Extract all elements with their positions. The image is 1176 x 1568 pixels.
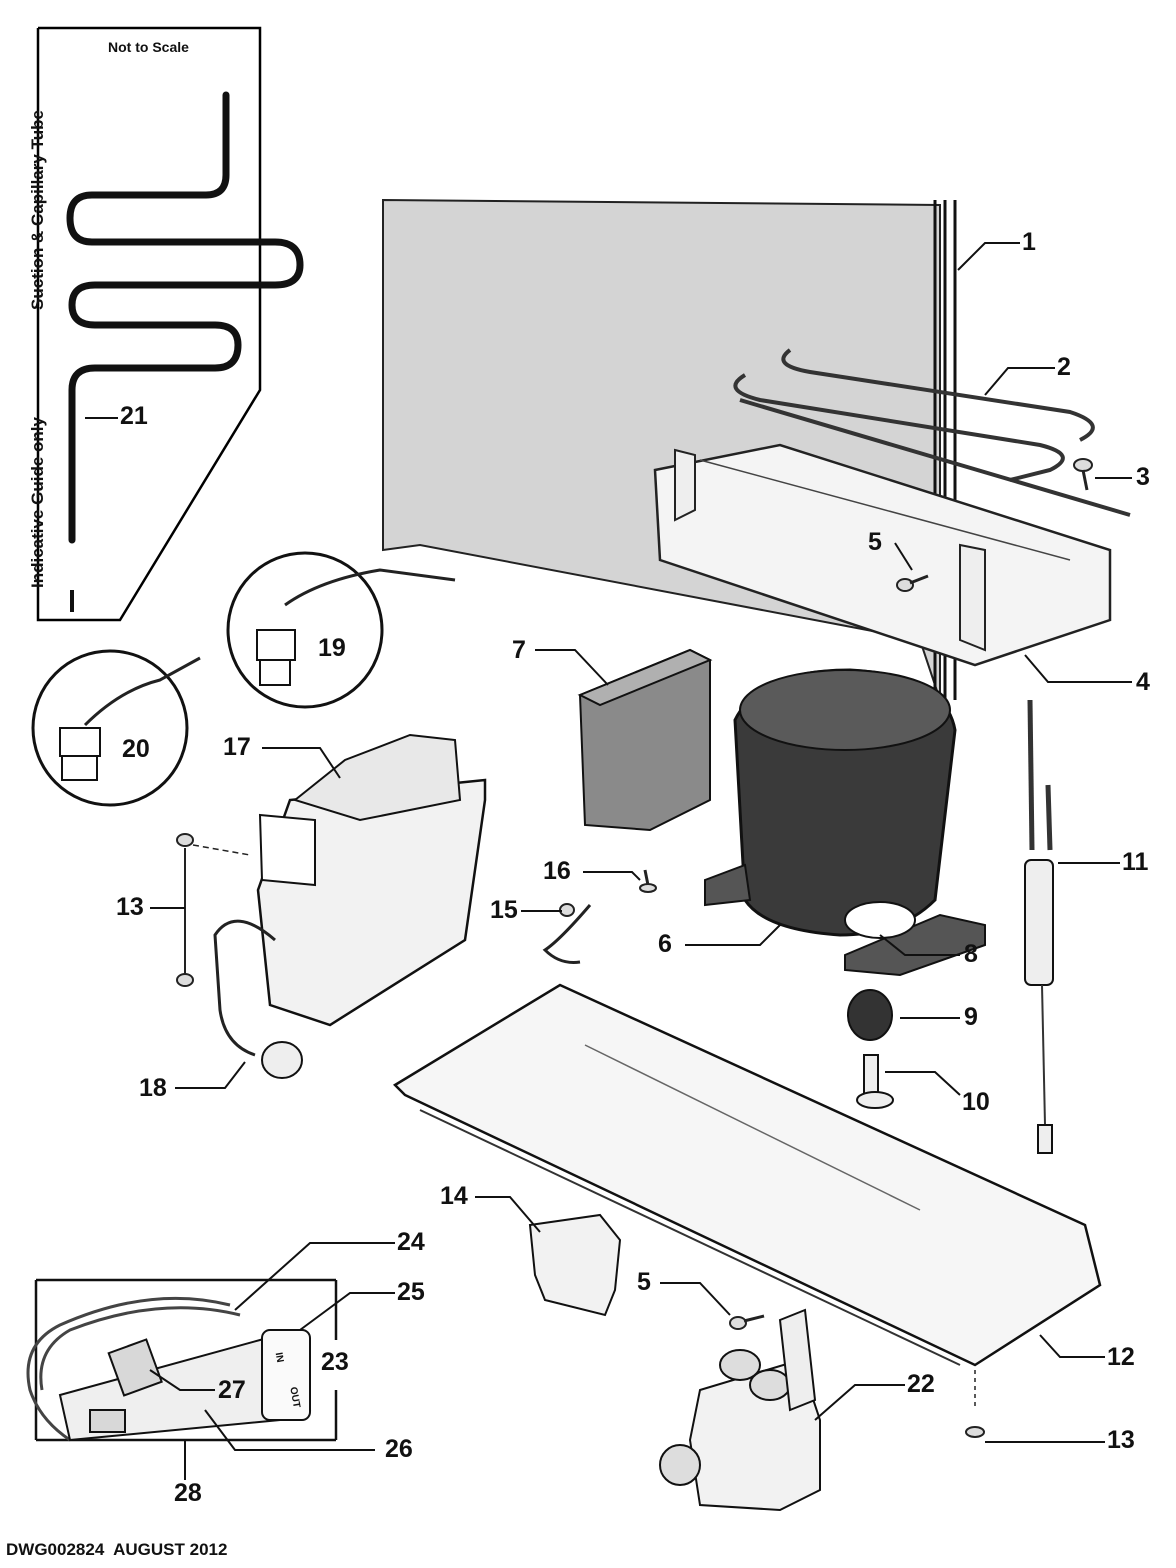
screw-5-upper [896, 574, 929, 592]
callout-24: 24 [397, 1228, 425, 1256]
inset-label-top: Suction & Capillary Tube [28, 110, 47, 310]
inset-label-bottom: Indicative Guide only [28, 417, 47, 588]
capillary-tube-inset [36, 26, 304, 622]
callout-26: 26 [385, 1435, 413, 1463]
callout-18: 18 [139, 1074, 167, 1102]
callout-11: 11 [1122, 848, 1149, 876]
callout-16: 16 [543, 857, 571, 885]
start-relay [577, 648, 713, 832]
callout-25: 25 [397, 1278, 425, 1306]
spacer-sleeve-10 [856, 1054, 894, 1109]
mounting-bracket-14 [528, 1213, 622, 1317]
callout-12: 12 [1107, 1343, 1135, 1371]
screws-13-left [176, 833, 251, 987]
callout-5-upper: 5 [868, 528, 882, 556]
drawing-number: DWG002824 [6, 1540, 105, 1559]
callout-13-lower: 13 [1107, 1426, 1135, 1454]
screw-13-lower [965, 1370, 985, 1438]
drain-tray [653, 443, 1112, 667]
callout-13-left: 13 [116, 893, 144, 921]
callout-8: 8 [964, 940, 978, 968]
compressor [704, 668, 986, 977]
leader-lines [85, 242, 1132, 1480]
water-filter-inset-23 [26, 1278, 338, 1442]
callout-2: 2 [1057, 353, 1071, 381]
screw-5-lower [729, 1314, 765, 1330]
callout-6: 6 [658, 930, 672, 958]
sensor-lead-18 [213, 919, 303, 1079]
filter-in-marking: IN [272, 1351, 286, 1364]
callout-9: 9 [964, 1003, 978, 1031]
callout-28: 28 [174, 1479, 202, 1507]
callout-3: 3 [1136, 463, 1150, 491]
callout-20: 20 [122, 735, 150, 763]
callout-10: 10 [962, 1088, 990, 1116]
not-to-scale-note: Not to Scale [108, 39, 189, 55]
callout-22: 22 [907, 1370, 935, 1398]
callout-17: 17 [223, 733, 251, 761]
callout-23: 23 [321, 1348, 349, 1376]
callout-27: 27 [218, 1376, 246, 1404]
callout-19: 19 [318, 634, 346, 662]
callout-4: 4 [1136, 668, 1150, 696]
base-tray-12 [392, 983, 1102, 1367]
drawing-date: AUGUST 2012 [113, 1540, 228, 1559]
callout-15: 15 [490, 896, 518, 924]
callout-7: 7 [512, 636, 526, 664]
callout-5-lower: 5 [637, 1268, 651, 1296]
capillary-tube-drawing [66, 91, 304, 544]
control-module-17 [256, 733, 487, 1027]
connector-detail-19 [226, 551, 456, 709]
earth-lead-15 [542, 903, 592, 964]
callout-14: 14 [440, 1182, 468, 1210]
connector-detail-20 [31, 649, 201, 807]
rubber-grommet-9 [847, 989, 893, 1041]
drawing-footer: DWG002824 AUGUST 2012 [6, 1540, 227, 1560]
heater-coil [733, 348, 1131, 517]
callout-1: 1 [1022, 228, 1036, 256]
screw-16 [639, 869, 657, 893]
screw-3 [1073, 458, 1093, 491]
water-valve-22 [659, 1308, 821, 1512]
thermostat-probe-11 [1024, 699, 1054, 1154]
callout-21: 21 [120, 402, 148, 430]
